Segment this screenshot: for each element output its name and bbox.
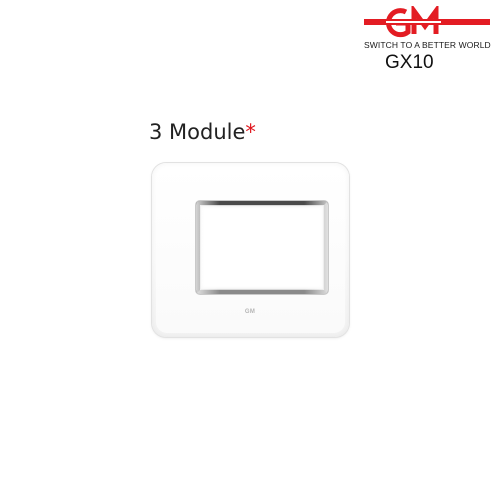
- switch-plate: GM: [152, 163, 349, 337]
- gm-logo-icon: [364, 6, 490, 38]
- module-label: 3 Module: [149, 120, 246, 144]
- module-title: 3 Module*: [149, 120, 256, 144]
- plate-badge: GM: [244, 309, 256, 315]
- brand-logo: [362, 6, 492, 52]
- model-code: GX10: [385, 52, 434, 73]
- module-frame: [196, 201, 328, 294]
- brand-tagline: SWITCH TO A BETTER WORLD: [364, 40, 491, 50]
- module-asterisk: *: [245, 120, 256, 144]
